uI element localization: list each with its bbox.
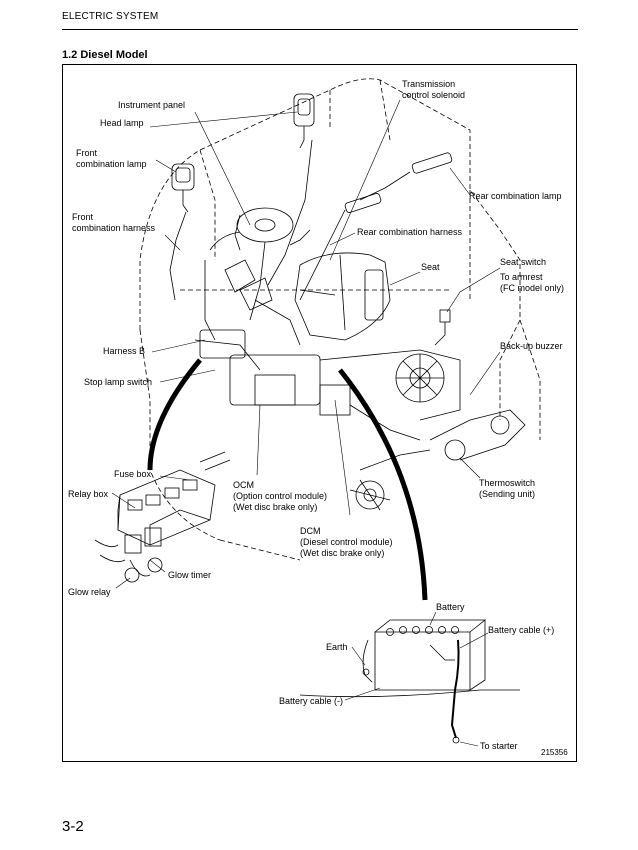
running-header: ELECTRIC SYSTEM [62,11,159,22]
figure-frame [62,64,577,762]
label-front-combination-lamp: Front combination lamp [76,148,147,169]
label-instrument-panel: Instrument panel [118,100,186,110]
label-head-lamp: Head lamp [100,118,144,128]
rear-combination-lamps [299,152,453,301]
figure-id: 215356 [541,748,568,757]
header-rule [62,29,578,30]
page-number: 3-2 [62,818,84,835]
label-glow-relay: Glow relay [68,587,111,597]
label-to-armrest: To armrest (FC model only) [500,272,565,293]
truck-body-outline [139,78,541,561]
label-earth: Earth [326,642,348,652]
label-harness-b: Harness B [103,346,146,356]
label-seat-switch: Seat switch [500,257,547,267]
overhead-guard [204,229,311,341]
label-to-starter: To starter [480,741,518,751]
label-dcm: DCM (Diesel control module) (Wet disc br… [300,526,393,558]
leader-lines [111,99,501,747]
label-battery-cable-pos: Battery cable (+) [488,625,555,635]
label-front-combination-harness: Front combination harness [72,212,156,233]
pedal-assembly [194,259,301,371]
label-rear-combination-harness: Rear combination harness [357,227,463,237]
main-harness-arc [147,358,202,471]
label-relay-box: Relay box [68,489,109,499]
steering-column [234,207,294,321]
battery [299,619,520,744]
battery-harness-arc [338,368,428,601]
rear-axle [349,409,526,511]
label-stop-lamp-switch: Stop lamp switch [84,377,153,387]
label-fuse-box: Fuse box [114,469,152,479]
label-back-up-buzzer: Back-up buzzer [500,341,563,351]
fuse-relay-box [94,451,231,583]
label-battery: Battery [436,602,465,612]
label-glow-timer: Glow timer [168,570,212,580]
label-thermoswitch: Thermoswitch (Sending unit) [479,478,536,499]
front-combination-lamp [169,163,195,301]
seat-switch [434,309,451,346]
label-transmission-solenoid: Transmission control solenoid [402,79,466,100]
seat [294,252,391,341]
head-lamp [267,93,315,286]
label-rear-combination-lamp: Rear combination lamp [469,191,562,201]
label-ocm: OCM (Option control module) (Wet disc br… [233,480,328,512]
label-seat: Seat [421,262,440,272]
engine-block [229,349,461,441]
label-battery-cable-neg: Battery cable (-) [279,696,344,706]
section-title: 1.2 Diesel Model [62,49,148,61]
